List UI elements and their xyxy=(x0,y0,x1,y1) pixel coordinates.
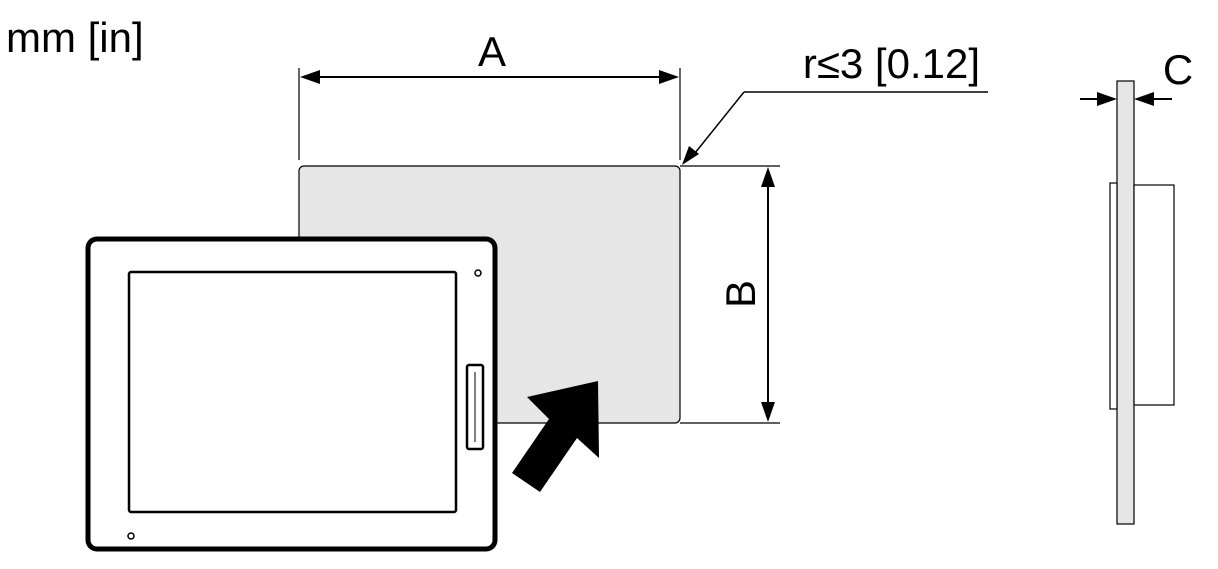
dimension-c-label: C xyxy=(1163,46,1193,93)
side-view xyxy=(1109,80,1175,525)
corner-radius-callout: r≤3 [0.12] xyxy=(682,40,988,165)
corner-radius-label: r≤3 [0.12] xyxy=(803,40,980,87)
side-view-device-body xyxy=(1133,184,1175,406)
dimension-a: A xyxy=(298,28,681,160)
dimension-a-right-arrowhead xyxy=(659,70,679,84)
dimension-b-top-arrowhead xyxy=(761,167,775,187)
hmi-screen xyxy=(127,270,458,514)
side-view-panel xyxy=(1116,80,1135,525)
dimension-c-right-arrowhead xyxy=(1134,92,1154,106)
side-view-device-bezel xyxy=(1109,182,1118,410)
dimension-c: C xyxy=(1080,46,1193,106)
hmi-device xyxy=(85,236,498,552)
dimension-a-left-arrowhead xyxy=(300,70,320,84)
dimension-c-left-arrowhead xyxy=(1097,92,1117,106)
corner-radius-arrowhead xyxy=(682,146,699,165)
dimension-b-bottom-arrowhead xyxy=(761,402,775,422)
hmi-indicator-top-right xyxy=(474,269,482,277)
units-label: mm [in] xyxy=(6,14,144,61)
hmi-indicator-bottom-left xyxy=(127,532,135,540)
dimension-b: B xyxy=(680,165,780,424)
dimension-b-label: B xyxy=(717,280,764,308)
dimension-a-label: A xyxy=(478,28,506,75)
insert-direction-arrow-icon xyxy=(512,381,599,492)
